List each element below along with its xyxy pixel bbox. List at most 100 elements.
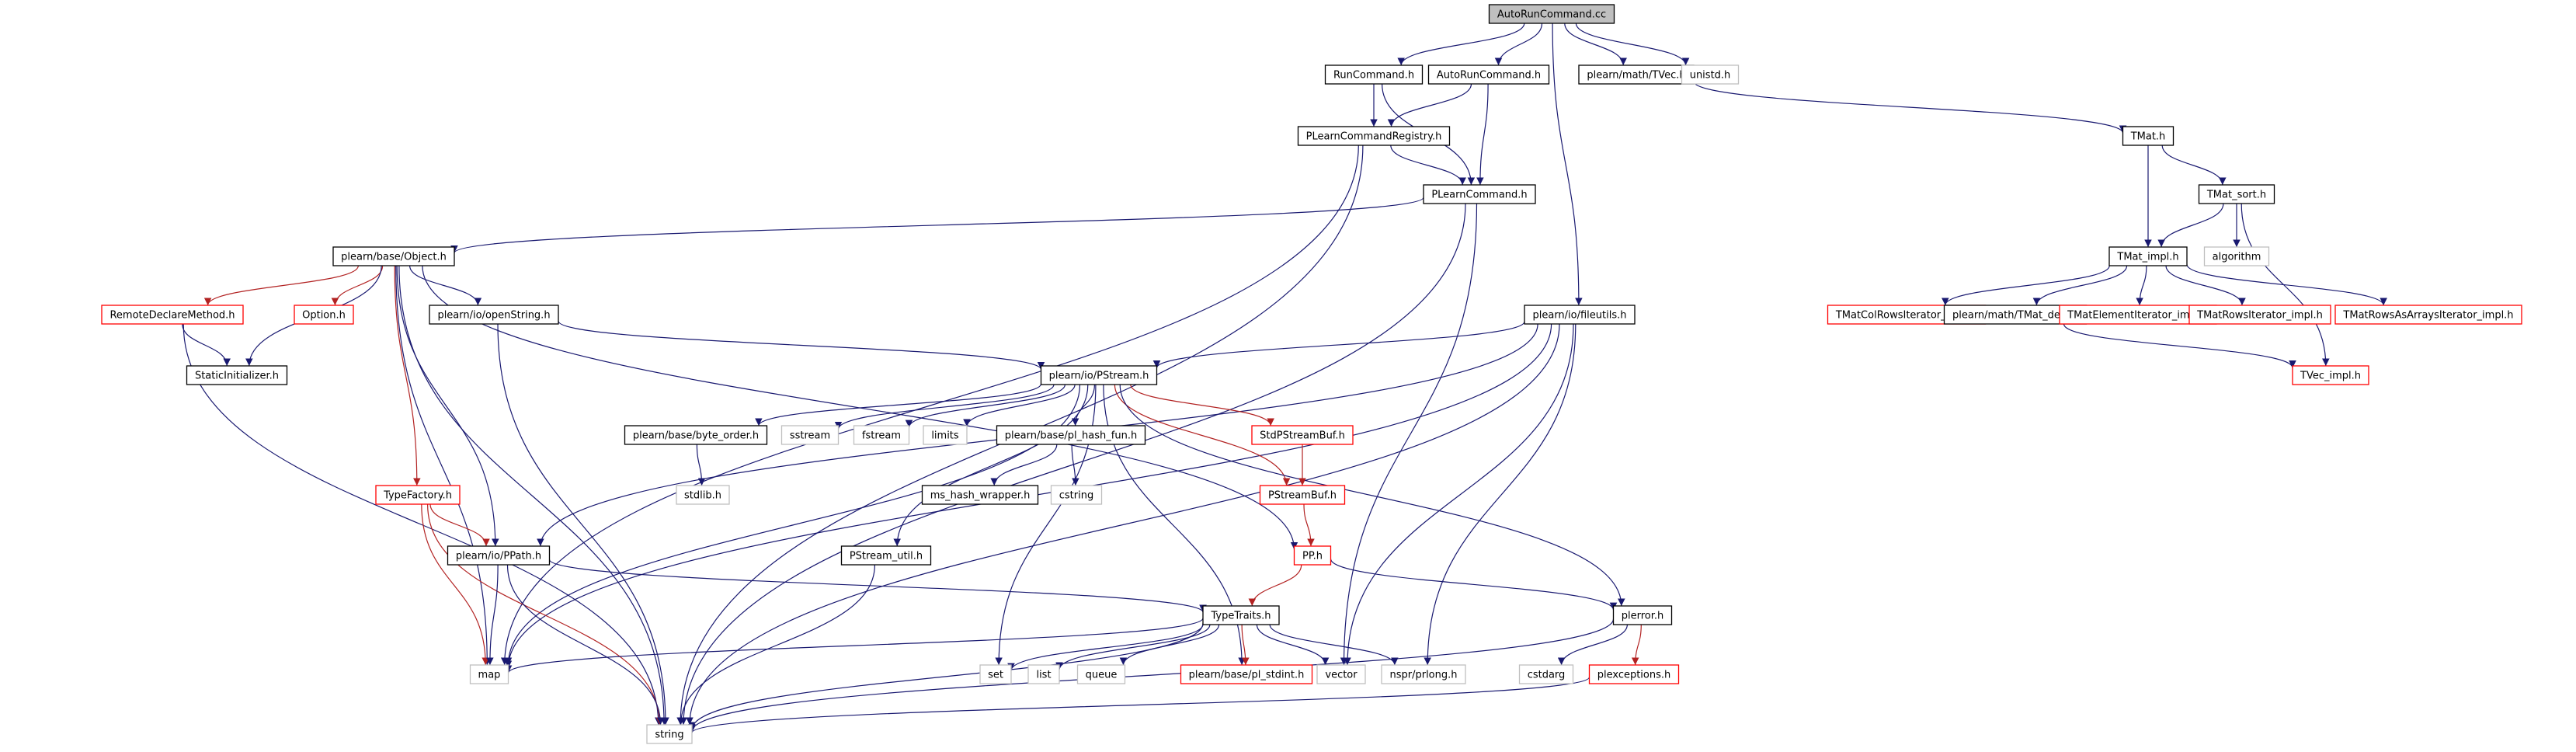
node-fstream[interactable]: fstream [853, 425, 910, 445]
edge-registry-to-plearncommand [1390, 144, 1466, 186]
node-autoruncc[interactable]: AutoRunCommand.cc [1488, 4, 1615, 24]
node-box [2198, 184, 2275, 204]
node-tmatrows[interactable]: TMatRowsIterator_impl.h [2188, 305, 2331, 325]
node-box [840, 545, 932, 566]
edge-pstream-to-plhash [1071, 384, 1095, 426]
node-plstdint[interactable]: plearn/base/pl_stdint.h [1180, 664, 1313, 684]
node-byteorder[interactable]: plearn/base/byte_order.h [624, 425, 768, 445]
node-autoruncmd[interactable]: AutoRunCommand.h [1427, 64, 1550, 85]
node-label: TMatColRowsIterator_impl.h [1835, 310, 1977, 322]
node-label: vector [1325, 670, 1358, 681]
node-ppath[interactable]: plearn/io/PPath.h [447, 545, 551, 566]
edge-remotedeclare-to-string [183, 323, 662, 726]
node-box [375, 485, 461, 505]
node-set[interactable]: set [979, 664, 1012, 684]
node-box [1324, 64, 1424, 85]
node-cstdarg[interactable]: cstdarg [1518, 664, 1574, 684]
node-label: plearn/base/pl_hash_fun.h [1005, 430, 1137, 442]
node-label: plearn/base/Object.h [341, 252, 447, 263]
node-label: AutoRunCommand.h [1437, 70, 1541, 82]
node-unistd[interactable]: unistd.h [1681, 64, 1740, 85]
edge-typetraits-to-map [504, 618, 1204, 674]
edge-pstream-to-pstreambuf [1114, 384, 1291, 486]
node-sstream[interactable]: sstream [780, 425, 840, 445]
node-box [923, 425, 968, 445]
edge-pp-to-typetraits [1248, 564, 1302, 607]
node-registry[interactable]: PLearnCommandRegistry.h [1297, 126, 1451, 146]
node-box [1518, 664, 1574, 684]
node-box [2122, 126, 2174, 146]
node-label: TypeTraits.h [1210, 611, 1271, 622]
edge-pstream-to-sstream [834, 384, 1055, 430]
node-box [1381, 664, 1466, 684]
node-tmatimpl[interactable]: TMat_impl.h [2108, 246, 2188, 266]
node-box [1578, 64, 1695, 85]
node-label: StdPStreamBuf.h [1260, 430, 1345, 442]
node-list[interactable]: list [1027, 664, 1060, 684]
node-fileutils[interactable]: plearn/io/fileutils.h [1524, 305, 1636, 325]
node-queue[interactable]: queue [1076, 664, 1126, 684]
node-tvecimpl[interactable]: TVec_impl.h [2292, 365, 2369, 385]
node-stdpstreambuf[interactable]: StdPStreamBuf.h [1251, 425, 1354, 445]
node-plexceptions[interactable]: plexceptions.h [1588, 664, 1680, 684]
node-plerror[interactable]: plerror.h [1612, 605, 1673, 625]
edge-pstream-to-pstreamutil [893, 384, 1089, 547]
edge-pstreambuf-to-pp [1303, 503, 1315, 547]
node-tmatsort[interactable]: TMat_sort.h [2198, 184, 2275, 204]
node-vector[interactable]: vector [1316, 664, 1366, 684]
node-prlong[interactable]: nspr/prlong.h [1381, 664, 1466, 684]
node-algorithm[interactable]: algorithm [2203, 246, 2270, 266]
node-label: limits [931, 430, 959, 442]
edge-pstream-to-fstream [905, 384, 1066, 428]
edge-plearncommand-to-object [450, 197, 1424, 253]
edge-object-to-remotedeclare [203, 265, 359, 306]
node-tmat[interactable]: TMat.h [2122, 126, 2174, 146]
node-label: set [988, 670, 1003, 681]
node-option[interactable]: Option.h [294, 305, 354, 325]
node-stdlib[interactable]: stdlib.h [676, 485, 730, 505]
node-box [780, 425, 840, 445]
node-tvec[interactable]: plearn/math/TVec.h [1578, 64, 1695, 85]
node-label: nspr/prlong.h [1389, 670, 1457, 681]
node-typetraits[interactable]: TypeTraits.h [1202, 605, 1280, 625]
node-mshash[interactable]: ms_hash_wrapper.h [921, 485, 1039, 505]
edge-fileutils-to-vector [1344, 323, 1574, 666]
node-remotedeclare[interactable]: RemoteDeclareMethod.h [101, 305, 244, 325]
node-typefactory[interactable]: TypeFactory.h [375, 485, 461, 505]
edge-registry-to-map [500, 144, 1359, 666]
node-object[interactable]: plearn/base/Object.h [332, 246, 455, 266]
node-pp[interactable]: PP.h [1293, 545, 1332, 566]
node-label: TMat_sort.h [2206, 190, 2266, 201]
node-plhash[interactable]: plearn/base/pl_hash_fun.h [996, 425, 1146, 445]
edge-byteorder-to-stdlib [696, 444, 706, 486]
node-cstring[interactable]: cstring [1050, 485, 1103, 505]
node-pstreambuf[interactable]: PStreamBuf.h [1259, 485, 1346, 505]
edge-object-to-string [398, 265, 668, 726]
node-runcommand[interactable]: RunCommand.h [1324, 64, 1424, 85]
node-openstring[interactable]: plearn/io/openString.h [429, 305, 559, 325]
node-box [447, 545, 551, 566]
edge-plearncommand-to-string [680, 203, 1466, 726]
node-limits[interactable]: limits [923, 425, 968, 445]
node-pstream[interactable]: plearn/io/PStream.h [1040, 365, 1158, 385]
node-box [2188, 305, 2331, 325]
edge-typetraits-to-prlong [1269, 624, 1399, 666]
node-label: ms_hash_wrapper.h [930, 490, 1031, 502]
node-box [1027, 664, 1060, 684]
node-box [1681, 64, 1740, 85]
edge-tmatdecl-to-tvecimpl [2063, 323, 2296, 368]
node-tmatrowsarrays[interactable]: TMatRowsAsArraysIterator_impl.h [2334, 305, 2522, 325]
node-label: plearn/base/byte_order.h [633, 430, 759, 442]
node-pstreamutil[interactable]: PStream_util.h [840, 545, 932, 566]
node-label: sstream [790, 430, 830, 442]
edge-pp-to-plerror [1330, 559, 1618, 611]
node-label: plerror.h [1622, 611, 1664, 622]
node-label: PLearnCommandRegistry.h [1306, 131, 1442, 143]
node-label: RunCommand.h [1333, 70, 1414, 82]
node-staticinit[interactable]: StaticInitializer.h [186, 365, 288, 385]
node-string[interactable]: string [646, 724, 693, 744]
node-plearncommand[interactable]: PLearnCommand.h [1423, 184, 1536, 204]
node-map[interactable]: map [469, 664, 509, 684]
node-box [1612, 605, 1673, 625]
